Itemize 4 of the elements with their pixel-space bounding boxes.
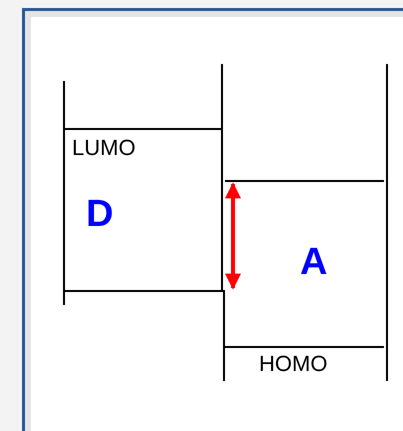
energy-level-label: LUMO (72, 137, 136, 159)
acceptor-label: A (300, 243, 328, 281)
energy-level-label: HOMO (259, 353, 328, 375)
donor-label: D (86, 195, 114, 233)
